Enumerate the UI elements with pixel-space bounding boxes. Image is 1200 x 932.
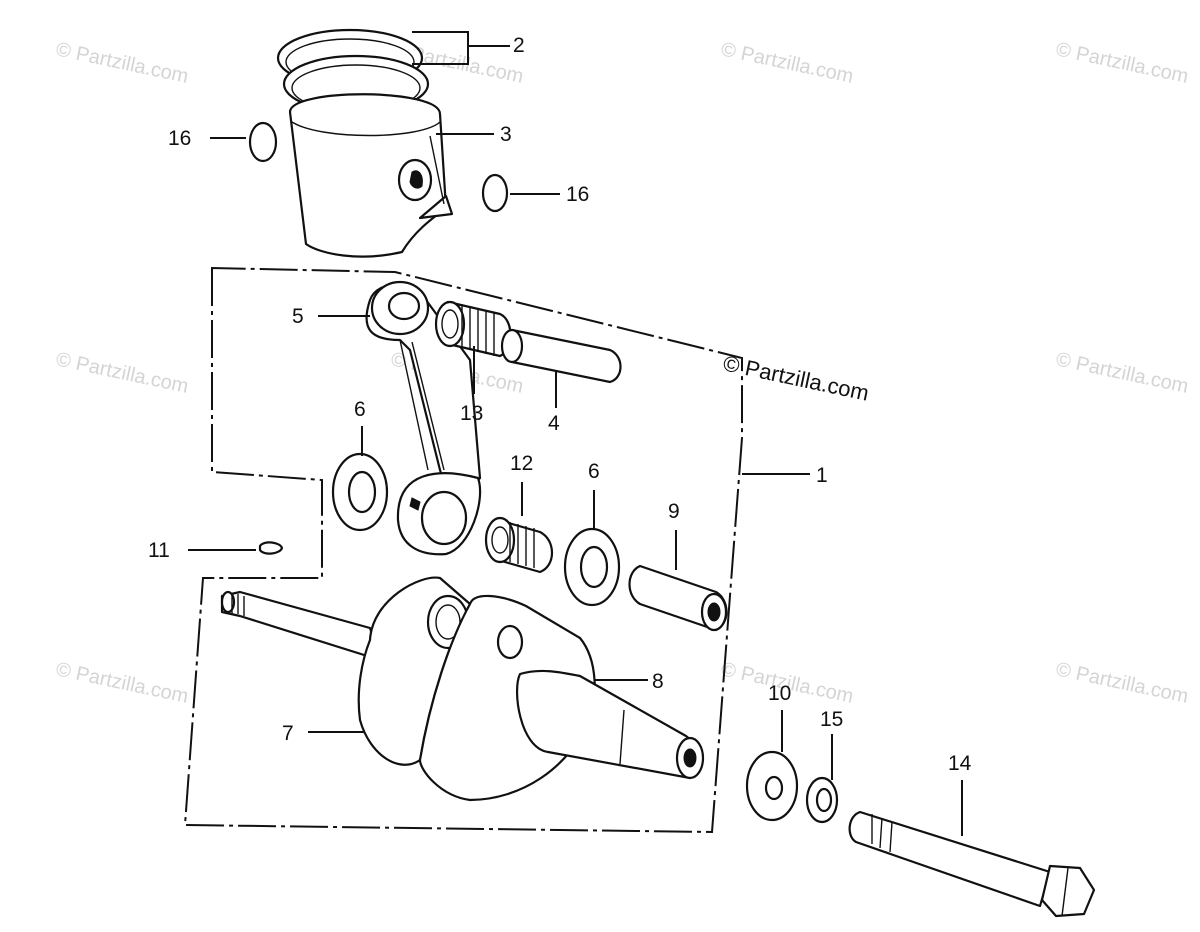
crank-pin[interactable] — [628, 564, 728, 632]
assembly-boundary-line — [183, 266, 743, 834]
bolt[interactable] — [848, 810, 1096, 918]
washer[interactable] — [745, 750, 799, 822]
small-end-needle-bearing[interactable] — [434, 300, 512, 358]
callout-16-left[interactable]: 16 — [168, 127, 191, 150]
piston[interactable] — [288, 93, 454, 258]
watermark: © Partzilla.com — [719, 38, 855, 88]
callout-labels: 2 3 16 16 5 13 4 1 6 12 6 9 11 8 7 10 15… — [148, 34, 972, 775]
callout-8[interactable]: 8 — [652, 670, 664, 693]
callout-11[interactable]: 11 — [148, 539, 170, 562]
callout-1[interactable]: 1 — [816, 464, 828, 487]
big-end-needle-bearing[interactable] — [484, 516, 554, 574]
callout-14[interactable]: 14 — [948, 752, 972, 775]
piston-pin[interactable] — [500, 328, 622, 384]
callout-12[interactable]: 12 — [510, 452, 533, 475]
thrust-washer-right[interactable] — [563, 527, 621, 607]
watermark: © Partzilla.com — [54, 38, 190, 88]
watermark: © Partzilla.com — [54, 348, 190, 398]
thrust-washer-left[interactable] — [331, 452, 389, 532]
callout-4[interactable]: 4 — [548, 412, 560, 435]
callout-6-left[interactable]: 6 — [354, 398, 366, 421]
right-crank-half[interactable] — [418, 594, 705, 802]
callout-6-right[interactable]: 6 — [588, 460, 600, 483]
callout-13[interactable]: 13 — [460, 402, 483, 425]
lock-washer[interactable] — [805, 776, 839, 824]
leader-lines — [188, 31, 963, 836]
callout-10[interactable]: 10 — [768, 682, 791, 705]
watermark: © Partzilla.com — [54, 658, 190, 708]
woodruff-key[interactable] — [258, 541, 284, 555]
callout-15[interactable]: 15 — [820, 708, 843, 731]
callout-5[interactable]: 5 — [292, 305, 304, 328]
callout-3[interactable]: 3 — [500, 123, 512, 146]
callout-16-right[interactable]: 16 — [566, 183, 589, 206]
piston-pin-clip-right[interactable] — [481, 173, 509, 213]
brand-mark: © Partzilla.com — [721, 350, 871, 405]
watermark: © Partzilla.com — [1054, 38, 1190, 88]
callout-9[interactable]: 9 — [668, 500, 680, 523]
watermark: © Partzilla.com — [1054, 658, 1190, 708]
callout-7[interactable]: 7 — [282, 722, 294, 745]
piston-pin-clip-left[interactable] — [248, 121, 278, 163]
callout-2[interactable]: 2 — [513, 34, 525, 57]
watermark: © Partzilla.com — [1054, 348, 1190, 398]
